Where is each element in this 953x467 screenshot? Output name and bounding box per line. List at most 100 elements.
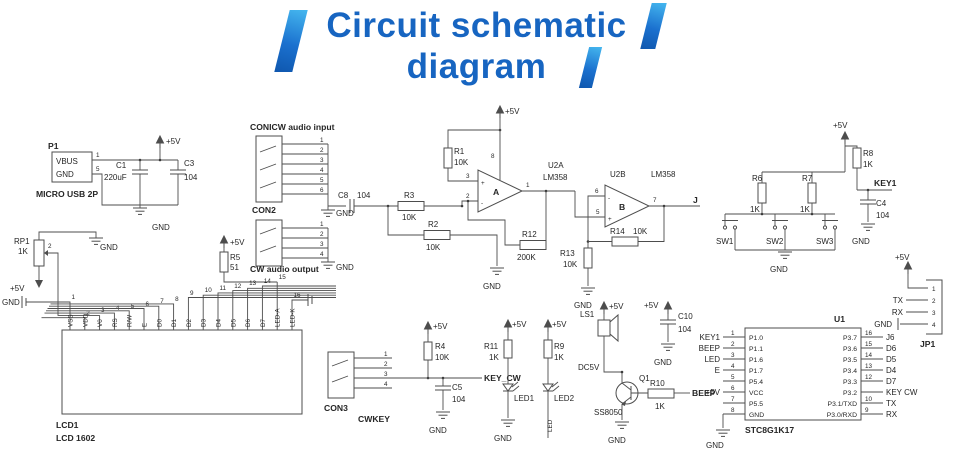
opamp-label: A	[493, 187, 499, 197]
pin-number: 3	[731, 352, 735, 359]
ground-icon	[660, 343, 676, 351]
net-label: GND	[152, 223, 170, 232]
plus5v-icon	[424, 321, 432, 335]
value-label: 1K	[750, 205, 760, 214]
part-label: LM358	[543, 173, 568, 182]
ground-icon	[715, 429, 731, 437]
mcu-pin-name: P5.5	[749, 401, 763, 408]
ref-label: CON3	[324, 403, 348, 413]
lcd-pin-label: VSS	[68, 314, 75, 327]
value-label: 1K	[554, 353, 564, 362]
part-label: LM358	[651, 170, 676, 179]
pin-number: 4	[320, 167, 324, 174]
plus5v-icon	[600, 301, 608, 315]
net-label: +5V	[230, 238, 245, 247]
net-label: GND	[770, 265, 788, 274]
net-label: LED	[547, 419, 554, 432]
pin-number: 9	[190, 290, 194, 297]
mcu-pin-name: P3.5	[843, 357, 857, 364]
part-label: LCD 1602	[56, 433, 95, 443]
pin-number: 2	[731, 341, 735, 348]
cap-c10: +5V C10 104 GND	[644, 301, 693, 367]
lcd-pin-label: D4	[216, 318, 223, 327]
plus5v-icon	[544, 319, 552, 333]
plus5v-icon	[156, 135, 164, 149]
net-label: KEY CW	[886, 388, 918, 397]
value-label: 10K	[426, 243, 441, 252]
buzzer-driver: +5V LS1 DC5V GND Q1 SS8050 R10 1K BEEP	[578, 301, 716, 445]
lcd-pin-label: R/W	[127, 315, 134, 327]
pin-number: 10	[865, 396, 873, 403]
net-label: TX	[893, 296, 904, 305]
lcd-pin-label: D1	[171, 318, 178, 327]
ref-label: R13	[560, 249, 575, 258]
value-label: 10K	[402, 213, 417, 222]
mcu-pin-name: GND	[749, 412, 764, 419]
ref-label: C8	[338, 191, 349, 200]
opamp-u2a-stage: C8 104 R3 10K 2 R2 10K GND R1 10K 3	[328, 105, 575, 291]
ground-icon	[435, 411, 451, 419]
pin-number: 14	[865, 352, 873, 359]
net-label: GND	[494, 434, 512, 443]
lcd-pin-label: D6	[245, 318, 252, 327]
mcu-pin-name: P1.7	[749, 368, 763, 375]
pin-number: 6	[146, 301, 150, 308]
ground-icon	[580, 287, 596, 295]
mcu-pin-name: P3.1/TXD	[828, 401, 858, 408]
value-label: 1K	[18, 247, 28, 256]
pin-number: 10	[205, 287, 213, 294]
plus5v-icon	[220, 235, 228, 249]
net-label: +5V	[706, 388, 721, 397]
ref-label: C1	[116, 161, 127, 170]
ref-label: LED2	[554, 394, 575, 403]
pin-number: 8	[731, 407, 735, 414]
led-indicators: +5V R11 1K LED1 GND +5V R9 1K LED2 LED	[484, 319, 575, 443]
opamp-input-sign: -	[481, 200, 483, 207]
ref-label: R2	[428, 220, 439, 229]
net-label: +5V	[895, 253, 910, 262]
capacitor-icon	[131, 169, 149, 175]
net-label: GND	[608, 436, 626, 445]
net-label: +5V	[512, 320, 527, 329]
pin-number: 6	[320, 187, 324, 194]
net-label: GND	[574, 301, 592, 310]
net-label: BEEP	[699, 344, 720, 353]
ref-label: JP1	[920, 339, 936, 349]
value-label: DC5V	[578, 363, 600, 372]
pin-number: 2	[48, 243, 52, 250]
pin-number: 8	[175, 296, 179, 303]
pin-number: 4	[731, 363, 735, 370]
ref-label: U2A	[548, 161, 564, 170]
keycw-section: +5V R4 10K KEY_CW C5 104 GND 1 2 3 4 CON…	[324, 321, 522, 435]
resistor-r5: +5V R5 51	[219, 235, 278, 283]
opamp-input-sign: -	[608, 195, 610, 202]
ref-label: R5	[230, 253, 241, 262]
net-label: GND	[874, 320, 892, 329]
mcu-pin-name: P1.6	[749, 357, 763, 364]
switch-sw3: SW3	[816, 214, 838, 250]
net-label: GND	[654, 358, 672, 367]
net-label: KEY1	[874, 178, 897, 188]
pin-number: 1	[320, 221, 324, 228]
lcd-pin-label: D2	[186, 318, 193, 327]
usb-power-caps: +5V C1 220uF C3 104 GND	[104, 135, 198, 232]
pin-number: 3	[466, 173, 470, 180]
pin-label: VBUS	[56, 157, 78, 166]
value-label: 104	[678, 325, 692, 334]
plus5v-icon	[664, 301, 672, 315]
mcu-pin-name: P3.3	[843, 379, 857, 386]
jack-con2-input: CONICW audio input 1 2 3 4 5 6 GND CON2 …	[250, 122, 354, 274]
net-label: +5V	[609, 302, 624, 311]
ref-label: Q1	[639, 374, 650, 383]
value-label: 10K	[454, 158, 469, 167]
net-label: GND	[336, 209, 354, 218]
net-label: GND	[706, 441, 724, 450]
net-label: GND	[336, 263, 354, 272]
lcd-pin-label: D5	[230, 318, 237, 327]
switch-sw1: SW1	[716, 214, 738, 250]
pin-number: 2	[320, 147, 324, 154]
pin-number: 3	[320, 241, 324, 248]
net-label: D7	[886, 377, 897, 386]
pin-number: 2	[466, 193, 470, 200]
net-label: +5V	[833, 121, 848, 130]
